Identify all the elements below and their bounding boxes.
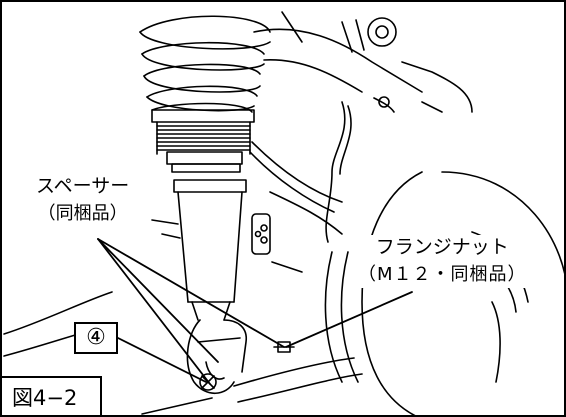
figure-caption: 図4−2 xyxy=(2,376,102,415)
front-arm xyxy=(3,219,303,357)
damper-body xyxy=(173,179,271,321)
threaded-body xyxy=(151,109,255,173)
leader-lines xyxy=(97,238,413,385)
callout-number-box: ④ xyxy=(74,322,118,354)
brake-disc xyxy=(324,171,564,415)
brake-line xyxy=(249,101,352,243)
coil-spring xyxy=(139,15,271,113)
upper-arm xyxy=(253,11,473,113)
flange-nut-label-line1: フランジナット xyxy=(375,236,509,258)
lower-arm xyxy=(141,357,363,415)
spacer-label-line2: （同梱品） xyxy=(37,202,128,224)
spacer-label: スペーサー （同梱品） xyxy=(32,174,134,227)
flange-nut-label: フランジナット （M１２・同梱品） xyxy=(354,235,531,288)
lower-clevis xyxy=(186,319,248,395)
spacer-label-line1: スペーサー xyxy=(36,175,130,197)
flange-nut-label-line2: （M１２・同梱品） xyxy=(358,263,527,285)
